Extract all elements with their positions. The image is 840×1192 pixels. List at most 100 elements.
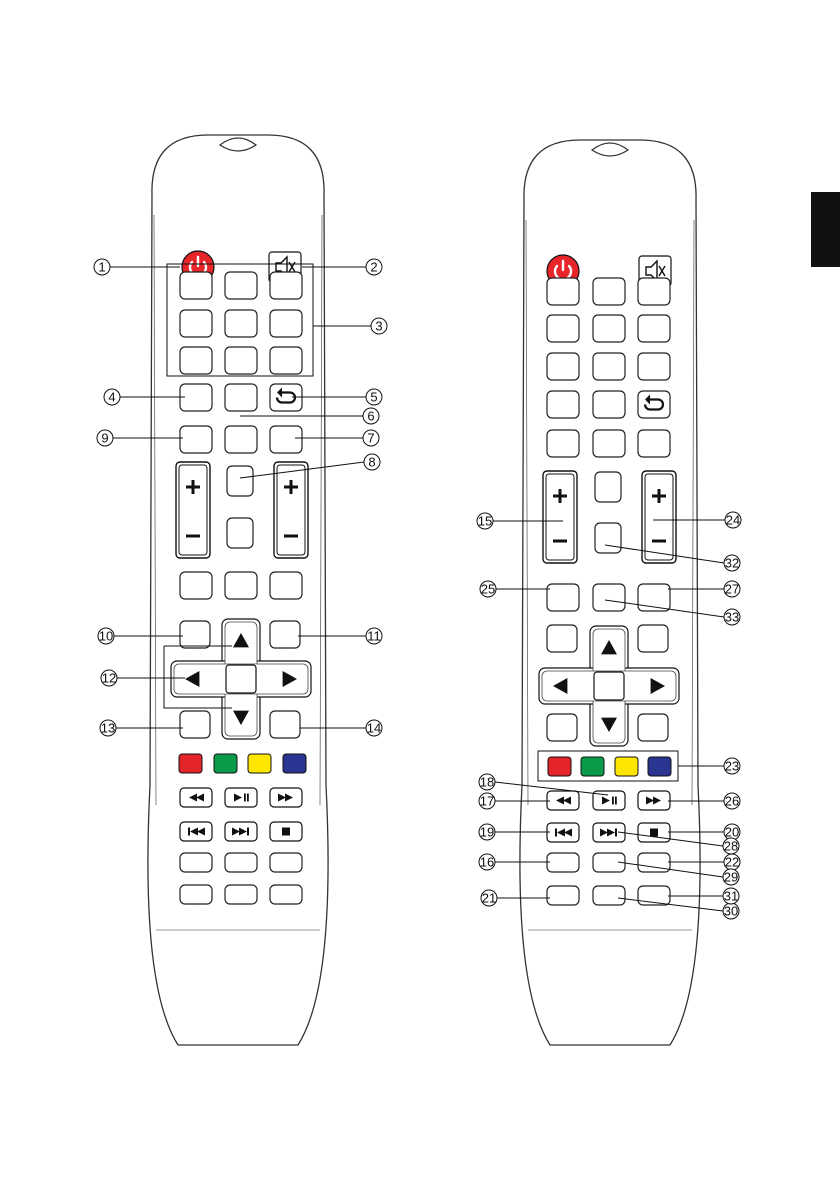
keypad-button[interactable]: [638, 353, 670, 380]
callout-11: 11: [366, 628, 382, 644]
callout-label: 19: [480, 825, 494, 840]
rewind-button[interactable]: [547, 791, 579, 810]
yellow-key[interactable]: [248, 754, 271, 773]
next-button[interactable]: [225, 822, 257, 841]
callout-label: 23: [725, 759, 739, 774]
keypad-button[interactable]: [638, 430, 670, 457]
callout-label: 18: [480, 775, 494, 790]
keypad-button[interactable]: [270, 347, 302, 374]
function-button[interactable]: [180, 572, 212, 599]
callout-7: 7: [363, 430, 379, 446]
keypad-button[interactable]: [638, 315, 670, 342]
keypad-button[interactable]: [225, 272, 257, 299]
fast-forward-button[interactable]: [270, 788, 302, 807]
red-key[interactable]: [179, 754, 202, 773]
keypad-button[interactable]: [547, 391, 579, 418]
keypad-button[interactable]: [180, 347, 212, 374]
keypad-button[interactable]: [593, 353, 625, 380]
fast-forward-button[interactable]: [638, 791, 670, 810]
callout-label: 28: [724, 839, 738, 854]
callout-label: 21: [482, 891, 496, 906]
keypad-button[interactable]: [593, 430, 625, 457]
corner-button[interactable]: [270, 621, 300, 648]
bottom-button[interactable]: [270, 853, 302, 872]
keypad-button[interactable]: [270, 426, 302, 453]
corner-button[interactable]: [547, 625, 577, 652]
keypad-button[interactable]: [180, 272, 212, 299]
yellow-key[interactable]: [615, 757, 638, 776]
bottom-button[interactable]: [180, 853, 212, 872]
bottom-button[interactable]: [593, 886, 625, 905]
callout-22: 22: [724, 854, 740, 870]
corner-button[interactable]: [547, 714, 577, 741]
keypad-button[interactable]: [225, 384, 257, 411]
previous-button[interactable]: [180, 822, 212, 841]
callout-21: 21: [481, 890, 497, 906]
volume-rocker[interactable]: [176, 462, 210, 558]
callout-label: 5: [370, 390, 377, 405]
callout-label: 14: [367, 721, 381, 736]
bottom-button[interactable]: [180, 885, 212, 904]
callout-label: 7: [367, 431, 374, 446]
rewind-button[interactable]: [180, 788, 212, 807]
callout-9: 9: [97, 430, 113, 446]
keypad-button[interactable]: [225, 347, 257, 374]
callout-label: 25: [481, 582, 495, 597]
blue-key[interactable]: [283, 754, 306, 773]
callout-2: 2: [366, 259, 382, 275]
previous-button[interactable]: [547, 823, 579, 842]
corner-button[interactable]: [180, 621, 210, 648]
keypad-button[interactable]: [225, 426, 257, 453]
middle-upper-button[interactable]: [227, 466, 253, 496]
keypad-button[interactable]: [593, 278, 625, 305]
red-key[interactable]: [548, 757, 571, 776]
ok-button[interactable]: [594, 672, 624, 700]
middle-lower-button[interactable]: [227, 518, 253, 548]
keypad-button[interactable]: [638, 278, 670, 305]
channel-rocker[interactable]: [642, 471, 676, 563]
corner-button[interactable]: [180, 711, 210, 738]
ok-button[interactable]: [226, 665, 256, 693]
keypad-button[interactable]: [593, 391, 625, 418]
callout-label: 30: [724, 904, 738, 919]
callout-5: 5: [366, 389, 382, 405]
callout-15: 15: [477, 513, 493, 529]
green-key[interactable]: [214, 754, 237, 773]
stop-icon: [282, 828, 290, 836]
return-button[interactable]: [638, 391, 670, 418]
keypad-button[interactable]: [270, 272, 302, 299]
keypad-button[interactable]: [225, 310, 257, 337]
bottom-button[interactable]: [547, 886, 579, 905]
stop-button[interactable]: [270, 822, 302, 841]
keypad-button[interactable]: [180, 426, 212, 453]
corner-button[interactable]: [638, 625, 668, 652]
callout-label: 33: [725, 610, 739, 625]
keypad-button[interactable]: [180, 310, 212, 337]
blue-key[interactable]: [648, 757, 671, 776]
middle-upper-button[interactable]: [595, 472, 621, 502]
play-pause-button[interactable]: [225, 788, 257, 807]
keypad-button[interactable]: [547, 278, 579, 305]
keypad-button[interactable]: [547, 430, 579, 457]
keypad-button[interactable]: [547, 353, 579, 380]
keypad-button[interactable]: [270, 310, 302, 337]
bottom-button[interactable]: [225, 885, 257, 904]
corner-button[interactable]: [638, 714, 668, 741]
green-key[interactable]: [581, 757, 604, 776]
corner-button[interactable]: [270, 711, 300, 738]
function-button[interactable]: [225, 572, 257, 599]
function-button[interactable]: [547, 584, 579, 611]
stop-button[interactable]: [638, 823, 670, 842]
keypad-button[interactable]: [547, 315, 579, 342]
bottom-button[interactable]: [547, 853, 579, 872]
volume-rocker[interactable]: [543, 471, 577, 563]
keypad-button[interactable]: [593, 315, 625, 342]
callout-28: 28: [723, 838, 739, 854]
channel-rocker[interactable]: [274, 462, 308, 558]
function-button[interactable]: [593, 584, 625, 611]
function-button[interactable]: [270, 572, 302, 599]
bottom-button[interactable]: [270, 885, 302, 904]
middle-lower-button[interactable]: [595, 523, 621, 553]
bottom-button[interactable]: [225, 853, 257, 872]
callout-label: 31: [724, 889, 738, 904]
